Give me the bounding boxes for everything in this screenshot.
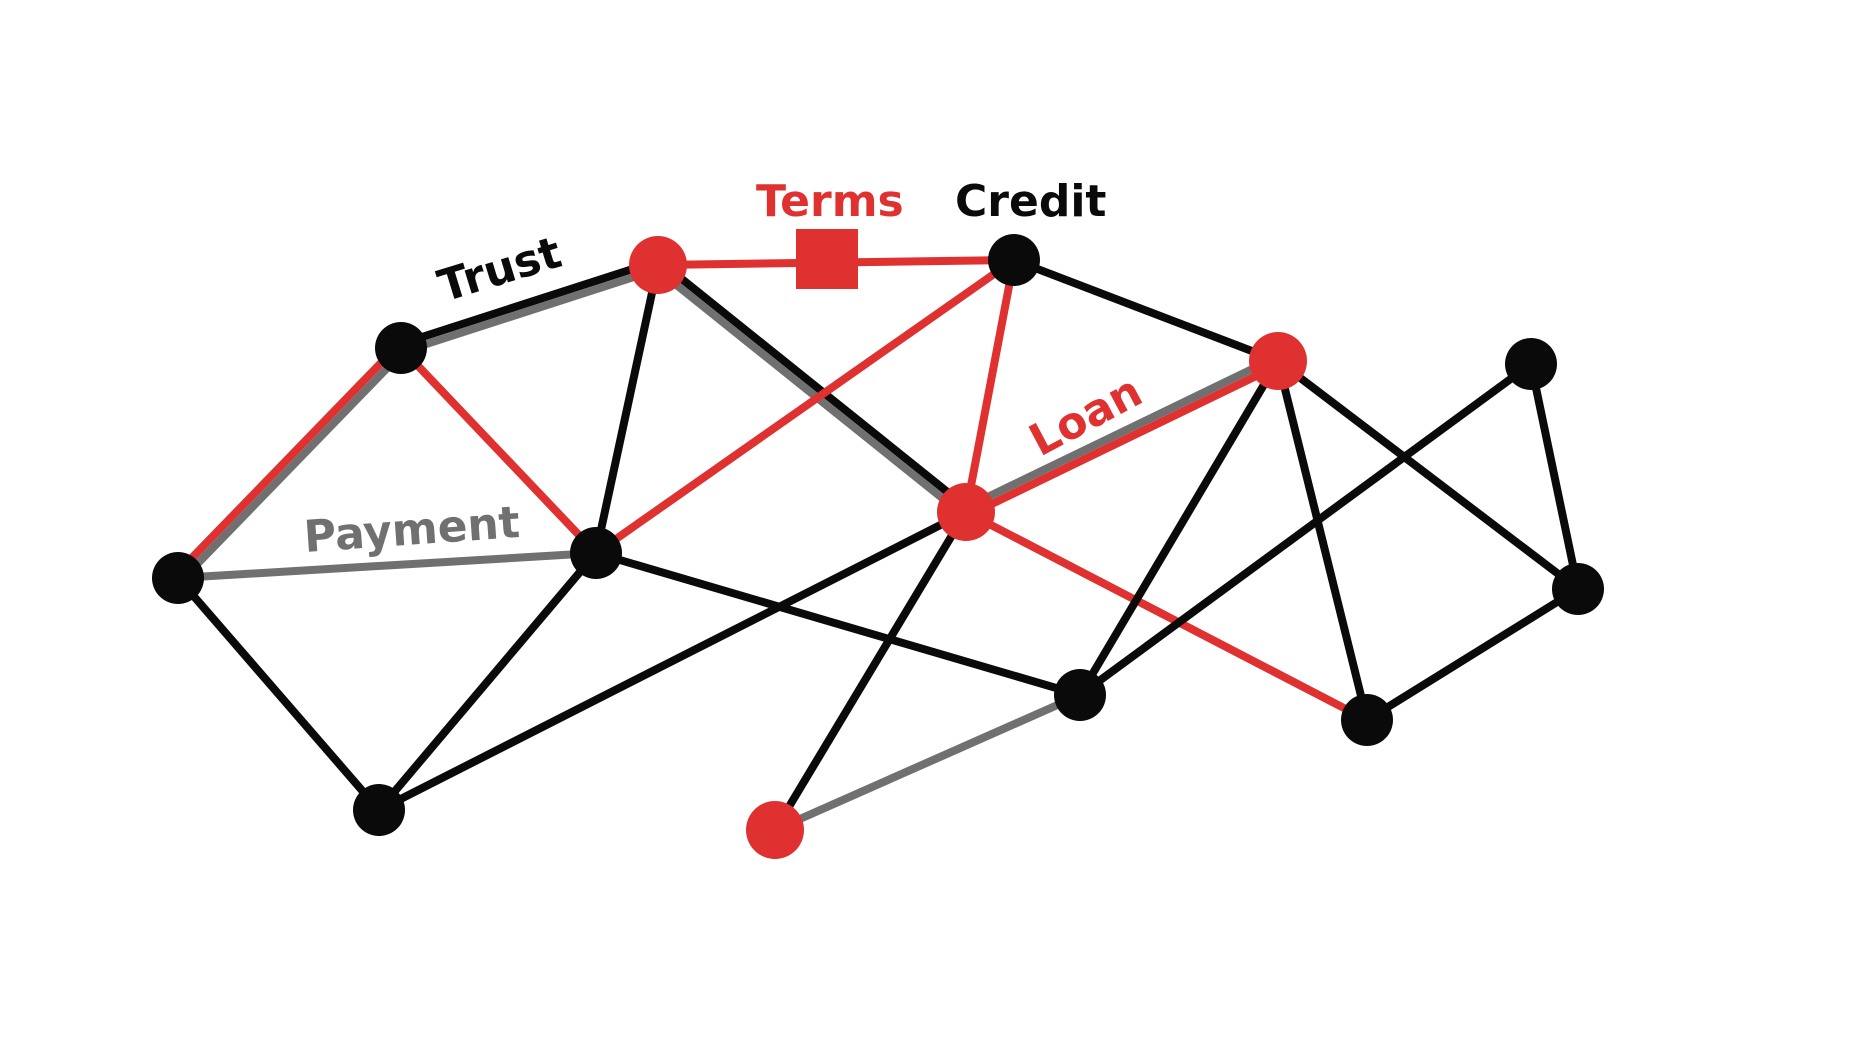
- edge-g-h-red: [963, 360, 1284, 520]
- credit-label: Credit: [955, 176, 1106, 227]
- edge-a-e-gray: [174, 549, 600, 582]
- node-i: [1054, 669, 1106, 721]
- edge-m-k-black: [1363, 585, 1582, 724]
- node-l: [1505, 338, 1557, 390]
- edge-a-f-black: [174, 574, 383, 814]
- edge-e-i-black: [592, 549, 1084, 699]
- edge-a-b-gray: [176, 346, 408, 585]
- edge-h-k-black: [1274, 357, 1371, 724]
- edge-h-m-black: [1274, 357, 1582, 593]
- node-k: [1341, 694, 1393, 746]
- edge-c-e-black: [592, 261, 662, 557]
- node-e: [570, 527, 622, 579]
- nodes-layer: [152, 234, 1604, 859]
- node-g: [937, 483, 995, 541]
- node-f: [353, 784, 405, 836]
- edge-l-m-black: [1527, 360, 1582, 593]
- node-h: [1249, 332, 1307, 390]
- node-b: [375, 322, 427, 374]
- edge-d-h-black: [1010, 256, 1282, 365]
- edge-g-k-red: [962, 508, 1371, 724]
- edge-f-g-black: [375, 508, 970, 814]
- edge-d-g-red: [962, 256, 1018, 516]
- node-j: [746, 801, 804, 859]
- edge-g-j-black: [771, 508, 970, 834]
- edge-b-c-black: [395, 257, 661, 349]
- terms-square-marker: [796, 229, 858, 289]
- edge-c-g-black: [656, 257, 973, 513]
- node-c: [629, 236, 687, 294]
- edge-g-h-gray: [960, 353, 1281, 513]
- edge-d-e-red: [592, 256, 1018, 557]
- edge-h-i-black: [1076, 357, 1282, 699]
- edge-a-b-red: [171, 341, 403, 580]
- edge-i-l-black: [1076, 360, 1535, 699]
- edge-b-c-gray: [398, 264, 664, 356]
- edge-b-e-red: [397, 344, 600, 557]
- terms-label: Terms: [756, 176, 904, 227]
- node-a: [152, 552, 204, 604]
- edge-j-i-gray: [771, 691, 1084, 834]
- edge-e-f-black: [375, 549, 600, 814]
- edges-layer: [171, 256, 1582, 834]
- edge-c-g-gray: [651, 264, 968, 520]
- node-m: [1552, 563, 1604, 615]
- node-d: [988, 234, 1040, 286]
